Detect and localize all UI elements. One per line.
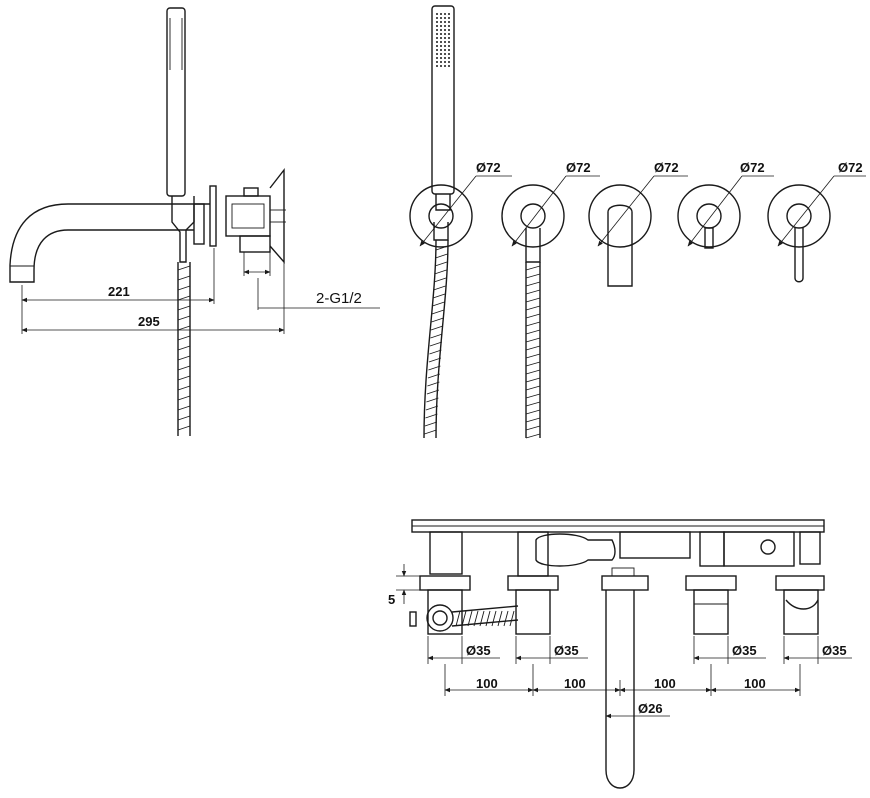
concealed-body (429, 531, 821, 577)
rosette-3-diameter: Ø72 (654, 160, 679, 175)
top-view: 5 Ø35 Ø35 Ø35 Ø35 100 100 100 100 Ø26 (388, 519, 852, 789)
side-dimensions (21, 248, 380, 334)
rosette-2 (501, 175, 600, 263)
rosette-5-diameter: Ø72 (838, 160, 863, 175)
side-view: 221 295 2-G1/2 (9, 7, 380, 436)
spacing-4: 100 (744, 676, 766, 691)
shower-nozzles (436, 13, 450, 67)
rosette-5 (767, 175, 866, 283)
rosette-1 (409, 175, 512, 248)
rosette-1-diameter: Ø72 (476, 160, 501, 175)
spout-side (9, 203, 210, 283)
dim-spout-label: 221 (108, 284, 130, 299)
hand-shower-front (431, 5, 455, 211)
rosette-4-diameter: Ø72 (740, 160, 765, 175)
rosette-4 (677, 175, 774, 249)
cartridge-3 (685, 575, 737, 635)
dim-total-label: 295 (138, 314, 160, 329)
body-1-diameter: Ø35 (466, 643, 491, 658)
hose-connection-top (409, 604, 519, 632)
rosette-2-diameter: Ø72 (566, 160, 591, 175)
spout-top (601, 567, 649, 789)
hose-front-1 (423, 239, 449, 439)
top-dimensions (396, 564, 852, 720)
hose-front-2 (525, 262, 541, 439)
cartridge-4 (775, 575, 825, 635)
spout-diameter: Ø26 (638, 701, 663, 716)
dim-offset-label: 5 (388, 592, 395, 607)
front-view: Ø72 Ø72 Ø72 Ø72 Ø72 (409, 5, 866, 439)
cartridge-2 (507, 575, 559, 635)
spacing-3: 100 (654, 676, 676, 691)
spacing-1: 100 (476, 676, 498, 691)
hose-side (177, 262, 191, 436)
body-3-diameter: Ø35 (732, 643, 757, 658)
rosette-3 (588, 175, 688, 287)
dim-connection-label: 2-G1/2 (316, 290, 362, 307)
valve-body-side (225, 167, 286, 264)
body-2-diameter: Ø35 (554, 643, 579, 658)
spacing-2: 100 (564, 676, 586, 691)
body-4-diameter: Ø35 (822, 643, 847, 658)
shower-holder (171, 185, 217, 263)
wall-plate (411, 519, 825, 533)
hand-shower-side (166, 7, 186, 197)
